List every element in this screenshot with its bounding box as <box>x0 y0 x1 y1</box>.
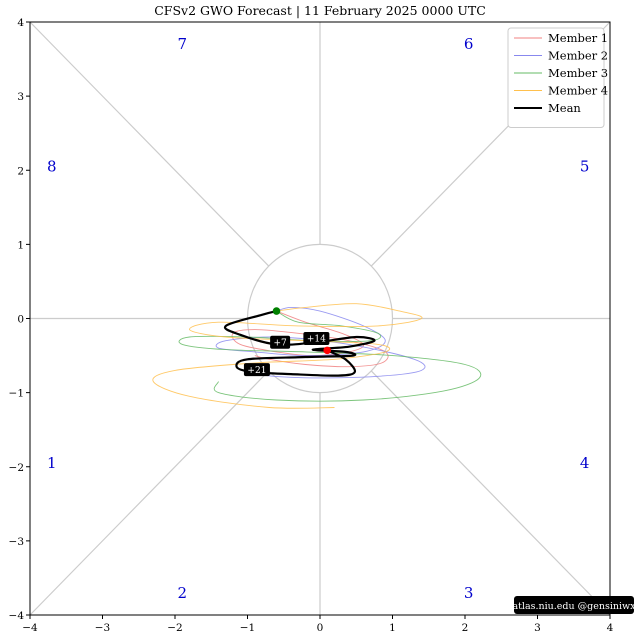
x-tick-label: 2 <box>462 622 469 634</box>
legend-label: Member 4 <box>548 84 608 98</box>
end-point-marker <box>323 346 332 355</box>
diagonal-guide <box>29 21 270 267</box>
legend-label: Member 2 <box>548 49 608 63</box>
diagonal-guide <box>29 370 270 616</box>
legend: Member 1 Member 2 Member 3 Member 4 Mean <box>507 27 608 128</box>
lead-label: +21 <box>247 366 266 376</box>
credit-box: atlas.niu.edu @gensiniwx <box>512 596 634 614</box>
phase-label-3: 3 <box>464 584 474 602</box>
x-tick-label: −3 <box>95 622 110 634</box>
phase-labels: 7 6 8 5 1 4 2 3 <box>47 35 589 602</box>
lead-label-box <box>303 332 330 346</box>
credit-text: atlas.niu.edu @gensiniwx <box>512 601 634 612</box>
x-tick-label: 3 <box>534 622 541 634</box>
x-tick-label: −1 <box>240 622 255 634</box>
y-tick-label: −2 <box>9 462 24 474</box>
y-tick-label: −4 <box>9 610 25 622</box>
legend-label: Member 3 <box>548 66 608 80</box>
start-point-marker <box>272 307 281 315</box>
y-tick-label: −1 <box>9 388 24 400</box>
y-tick-label: 2 <box>17 165 24 177</box>
x-tick-label: −2 <box>167 622 182 634</box>
series-line-member-3 <box>178 310 482 402</box>
x-tick-label: −4 <box>22 622 38 634</box>
phase-label-1: 1 <box>47 454 57 472</box>
credit-background <box>514 596 634 614</box>
x-tick-label: 4 <box>607 622 614 634</box>
lead-label: +7 <box>273 338 287 348</box>
y-tick-label: 1 <box>17 239 24 251</box>
phase-label-7: 7 <box>177 35 187 53</box>
series-line-member-4 <box>152 303 423 409</box>
x-tick-label: 0 <box>317 622 324 634</box>
phase-label-6: 6 <box>464 35 474 53</box>
legend-label: Mean <box>548 101 581 115</box>
phase-label-2: 2 <box>177 584 187 602</box>
lead-label-box <box>243 363 270 377</box>
x-tick-label: 1 <box>389 622 396 634</box>
legend-box <box>507 27 605 128</box>
diagonal-guide <box>370 370 611 616</box>
y-tick-label: 4 <box>17 17 24 29</box>
point-markers: +7 +14 +21 <box>243 307 332 377</box>
lead-label-box <box>270 335 291 349</box>
y-tick-label: 0 <box>17 314 24 326</box>
phase-label-8: 8 <box>47 158 57 176</box>
y-tick-label: 3 <box>17 91 24 103</box>
phase-label-5: 5 <box>580 158 590 176</box>
series-line-mean <box>223 310 376 377</box>
y-tick-label: −3 <box>9 536 24 548</box>
lead-label: +14 <box>307 335 326 345</box>
legend-label: Member 1 <box>548 31 608 45</box>
axes: −4 −3 −2 −1 0 1 2 3 4 4 3 2 1 0 −1 −2 −3 −4 <box>9 17 614 634</box>
chart-title: CFSv2 GWO Forecast | 11 February 2025 00… <box>154 3 486 18</box>
phase-label-4: 4 <box>580 454 590 472</box>
series-line-member-2 <box>215 306 426 379</box>
